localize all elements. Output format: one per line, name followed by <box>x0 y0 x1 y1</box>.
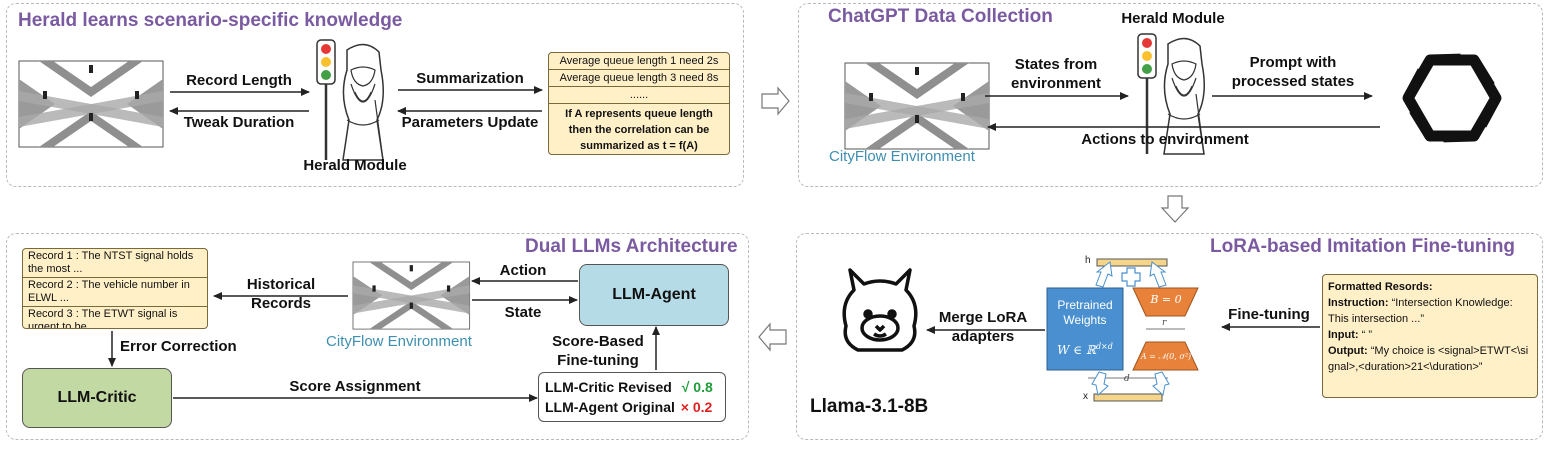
up-arrow-bottom-left-icon <box>1091 371 1109 396</box>
llm-agent-node: LLM-Agent <box>579 264 729 326</box>
agent-score-row: LLM-Agent Original × 0.2 <box>545 397 719 417</box>
score-assignment-label: Score Assignment <box>289 378 421 395</box>
historical-records-box: Record 1 : The NTST signal holds the mos… <box>22 248 208 329</box>
panel-dual-llms <box>6 233 749 440</box>
input-key: Input: <box>1328 329 1359 341</box>
merge-lora-label: Merge LoRA adapters <box>938 309 1028 345</box>
record-row-2: Record 2 : The vehicle number in ELWL ..… <box>23 278 207 307</box>
pretrained-weights-box <box>1046 287 1124 371</box>
dual-intersection-image <box>352 261 471 330</box>
critic-score-row: LLM-Critic Revised √ 0.8 <box>545 377 719 397</box>
d-label: d <box>1124 374 1130 384</box>
cityflow-env-label-2: CityFlow Environment <box>326 333 472 350</box>
weight-math-sup: d×d <box>1095 342 1113 351</box>
rule-row-2: Average queue length 3 need 8s <box>549 70 729 87</box>
herald-intersection-image <box>18 60 164 148</box>
herald-module-label-2: Herald Module <box>1121 10 1225 27</box>
chatgpt-intersection-image <box>844 62 990 150</box>
flow-arrow-right <box>761 86 790 116</box>
instruction-value: “Intersection Knowledge: This intersecti… <box>1328 297 1513 325</box>
formatted-title: Formatted Resords: <box>1328 281 1433 293</box>
output-row: Output: “My choice is <signal>ETWT<\sign… <box>1328 343 1532 375</box>
critic-revised-text: LLM-Critic Revised <box>545 379 672 395</box>
model-name-label: Llama-3.1-8B <box>810 396 929 417</box>
instruction-row: Instruction: “Intersection Knowledge: Th… <box>1328 295 1532 327</box>
dual-panel-title: Dual LLMs Architecture <box>525 236 738 257</box>
llama-icon <box>842 268 918 352</box>
correlation-row: If A represents queue length then the co… <box>565 108 713 152</box>
record-row-1: Record 1 : The NTST signal holds the mos… <box>23 249 207 278</box>
weight-math-text: W ∈ ℝ <box>1057 343 1096 357</box>
agent-score-value: × 0.2 <box>680 399 713 415</box>
flow-arrow-down <box>1160 195 1190 223</box>
herald-rules-box: Average queue length 1 need 2s Average q… <box>548 52 730 155</box>
agent-original-text: LLM-Agent Original <box>545 399 675 415</box>
prompt-label: Prompt with processed states <box>1231 54 1355 90</box>
record-length-label: Record Length <box>186 72 292 89</box>
weight-math-label: W ∈ ℝd×d <box>1049 342 1121 357</box>
rule-row-3: ...... <box>549 87 729 104</box>
x-label: x <box>1083 391 1088 402</box>
lora-panel-title: LoRA-based Imitation Fine-tuning <box>1210 236 1516 257</box>
panel-chatgpt <box>798 3 1543 187</box>
h-label: h <box>1085 255 1091 266</box>
record-row-3: Record 3 : The ETWT signal is urgent to … <box>28 308 178 329</box>
rule-row-1: Average queue length 1 need 2s <box>549 53 729 70</box>
critic-score-value: √ 0.8 <box>681 379 713 395</box>
plus-icon <box>1121 267 1141 287</box>
score-box: LLM-Critic Revised √ 0.8 LLM-Agent Origi… <box>538 372 726 422</box>
states-from-env-label: States from environment <box>1010 56 1101 92</box>
state-label: State <box>504 304 542 321</box>
openai-logo <box>1402 53 1502 143</box>
flow-arrow-left <box>758 322 787 352</box>
chatgpt-panel-title: ChatGPT Data Collection <box>828 6 1053 27</box>
action-label: Action <box>499 262 547 279</box>
input-value: “ ” <box>1361 329 1372 341</box>
llm-critic-node: LLM-Critic <box>22 368 172 428</box>
actions-label: Actions to environment <box>1081 131 1249 148</box>
lora-b-trapezoid <box>1132 287 1199 317</box>
output-key: Output: <box>1328 345 1368 357</box>
panel-lora <box>796 233 1543 440</box>
r-label: r <box>1162 318 1167 328</box>
error-correction-label: Error Correction <box>120 338 237 355</box>
lora-a-trapezoid <box>1132 341 1199 371</box>
pretrained-label: Pretrained Weights <box>1057 298 1113 327</box>
score-based-label: Score-Based Fine-tuning <box>552 333 644 369</box>
herald-panel-title: Herald learns scenario-specific knowledg… <box>18 10 403 31</box>
a-label: A = 𝒩(0, σ²) <box>1140 352 1192 361</box>
panel-herald <box>6 3 744 187</box>
herald-module-label-1: Herald Module <box>303 157 407 174</box>
output-value: “My choice is <signal>ETWT<\signal>,<dur… <box>1328 345 1529 373</box>
up-arrow-left-icon <box>1095 261 1113 288</box>
finetuning-label: Fine-tuning <box>1228 306 1310 323</box>
x-input-bar <box>1093 393 1163 402</box>
h-output-bar <box>1096 258 1168 267</box>
parameters-update-label: Parameters Update <box>401 114 539 131</box>
up-arrow-bottom-right-icon <box>1152 371 1170 396</box>
cityflow-env-label-1: CityFlow Environment <box>829 148 975 165</box>
input-row: Input: “ ” <box>1328 327 1532 343</box>
up-arrow-right-icon <box>1149 261 1167 288</box>
formatted-records-box: Formatted Resords: Instruction: “Interse… <box>1322 274 1538 398</box>
tweak-duration-label: Tweak Duration <box>183 114 295 131</box>
herald-module-figure-1 <box>315 38 385 162</box>
b-label: B = 0 <box>1150 293 1182 306</box>
summarization-label: Summarization <box>416 70 524 87</box>
historical-records-label: Historical Records <box>246 276 316 312</box>
instruction-key: Instruction: <box>1328 297 1389 309</box>
